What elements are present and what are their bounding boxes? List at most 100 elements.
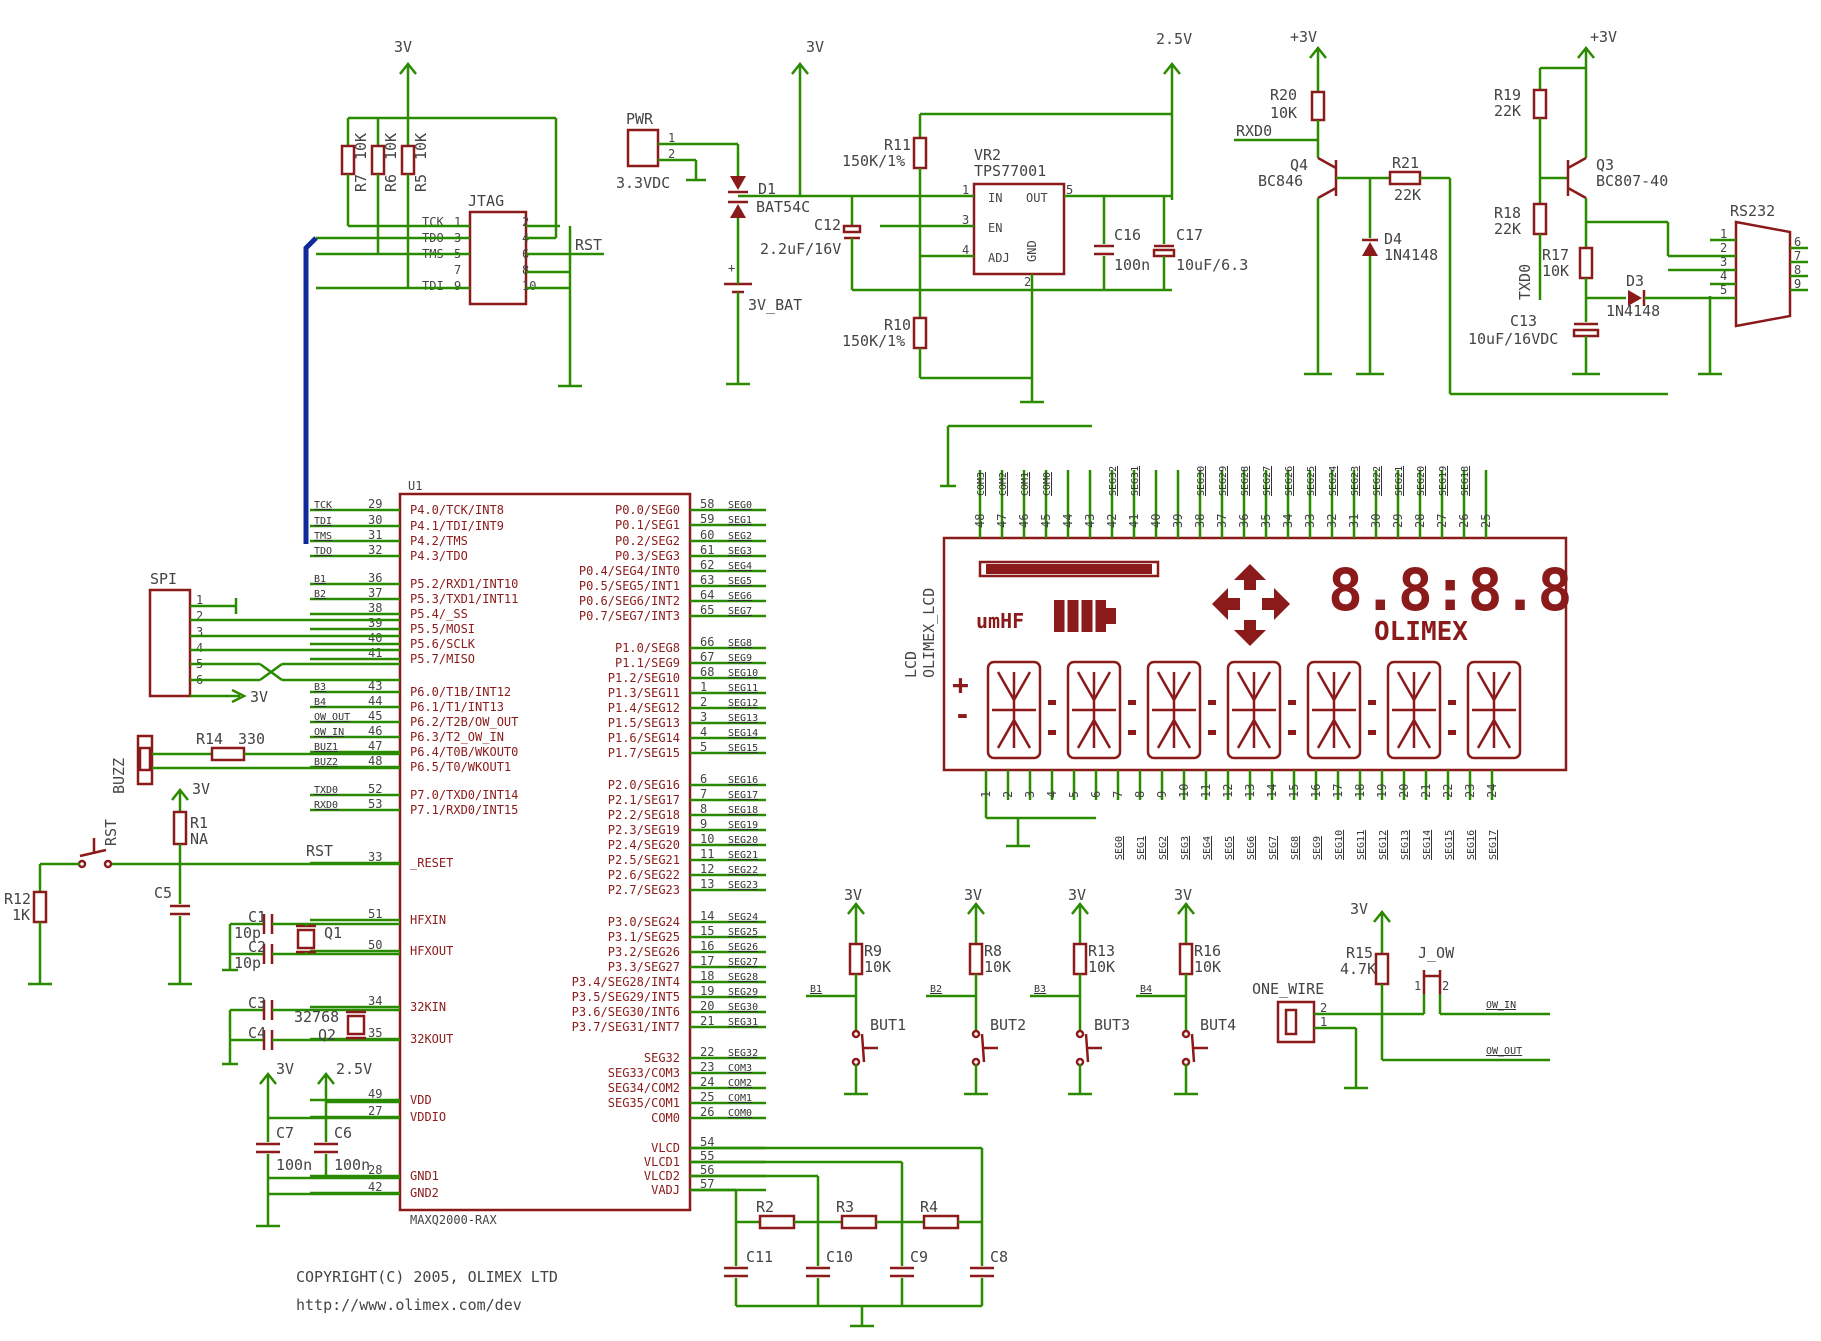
mcu-pin-number: 47 [368,739,382,753]
lcd-pin-number: 12 [1221,784,1235,798]
net-label: BUZ1 [314,742,338,753]
net-label: RXD0 [314,800,338,811]
svg-text:Q1: Q1 [324,924,342,942]
lcd-net-label: SEG11 [1356,830,1367,860]
mcu-pin-number: 2 [700,695,707,709]
mcu-pin-number: 58 [700,497,714,511]
svg-text:B4: B4 [1140,984,1152,995]
lcd-pin-number: 5 [1067,791,1081,798]
mcu-pin-name: P5.3/TXD1/INT11 [410,592,518,606]
svg-text:22K: 22K [1494,220,1521,238]
supply-2v5-vreg: 2.5V [1156,30,1192,200]
lcd-net-label: SEG32 [1108,466,1119,496]
svg-text:10uF/16VDC: 10uF/16VDC [1468,330,1558,348]
svg-text:U1: U1 [408,479,422,493]
lcd-pin-number: 8 [1133,791,1147,798]
svg-text:4: 4 [196,641,203,655]
mcu-pin-name: P1.7/SEG15 [608,746,680,760]
svg-text:4: 4 [522,231,529,245]
mcu-pin-name: VDDIO [410,1110,446,1124]
mcu-pin-name: P0.0/SEG0 [615,503,680,517]
net-label: SEG28 [728,972,758,983]
net-label: SEG5 [728,576,752,587]
lcd-pin-number: 2 [1001,791,1015,798]
net-label: SEG25 [728,927,758,938]
mcu-pin-number: 4 [700,725,707,739]
svg-text:1: 1 [962,183,969,197]
lcd-net-label: SEG8 [1290,836,1301,860]
lcd-pin-number: 11 [1199,784,1213,798]
mcu-pin-number: 6 [700,772,707,786]
lcd-pin-number: 9 [1155,791,1169,798]
lcd-pin-number: 7 [1111,791,1125,798]
net-label: SEG6 [728,591,752,602]
mcu-pin-name: _RESET [410,856,453,870]
lcd-digit [1146,660,1216,760]
svg-text:C7: C7 [276,1124,294,1142]
svg-text:3V: 3V [394,38,412,56]
lcd-pin-number: 44 [1061,514,1075,528]
mcu-pin-number: 14 [700,909,714,923]
lcd-bargraph [978,560,1160,578]
svg-text:C8: C8 [990,1248,1008,1266]
mcu-pin-name: SEG34/COM2 [608,1081,680,1095]
mcu-pin-name: P0.1/SEG1 [615,518,680,532]
mcu-pin-name: P0.3/SEG3 [615,549,680,563]
net-label: SEG8 [728,638,752,649]
svg-text:3V: 3V [276,1060,294,1078]
lcd-net-label: SEG30 [1196,466,1207,496]
lcd-net-label: SEG6 [1246,836,1257,860]
rs232-q4: R20 10K RXD0 Q4 BC846 R21 22K D4 1N4148 [1234,86,1668,396]
net-label: SEG3 [728,546,752,557]
mcu-pin-name: P1.0/SEG8 [615,641,680,655]
net-label: SEG9 [728,653,752,664]
supply-3v-jtag: 3V [394,38,417,118]
mcu-pin-name: P2.2/SEG18 [608,808,680,822]
net-label: COM0 [728,1108,752,1119]
svg-text:3: 3 [1720,255,1727,269]
svg-text:330: 330 [238,730,265,748]
svg-text:22K: 22K [1394,186,1421,204]
mcu-pin-number: 49 [368,1087,382,1101]
mcu-pin-number: 32 [368,543,382,557]
svg-text:B2: B2 [930,984,942,995]
lcd-pin-number: 16 [1309,784,1323,798]
lcd-net-label: SEG1 [1136,836,1147,860]
svg-text:5: 5 [1720,283,1727,297]
net-label: SEG11 [728,683,758,694]
svg-text:C9: C9 [910,1248,928,1266]
lcd-pin-number: 13 [1243,784,1257,798]
net-label: SEG10 [728,668,758,679]
svg-text:D1: D1 [758,180,776,198]
mcu-pin-name: P3.1/SEG25 [608,930,680,944]
mcu-pin-name: GND2 [410,1186,439,1200]
lcd-digit [1386,660,1456,760]
svg-text:2: 2 [522,215,529,229]
mcu-pin-number: 68 [700,665,714,679]
svg-text:RST: RST [575,236,602,254]
lcd-pin-number: 26 [1457,514,1471,528]
battery: + 3V_BAT [724,261,802,386]
vreg-passives: R11 150K/1% R10 150K/1% C12 2.2uF/16V C1… [760,112,1248,380]
svg-text:R18: R18 [1494,204,1521,222]
net-label: SEG21 [728,850,758,861]
svg-text:2: 2 [1024,275,1031,289]
crystal-32k: C3 C4 32768 Q2 [222,994,400,1066]
mcu-pin-number: 18 [700,969,714,983]
svg-text:J_OW: J_OW [1418,944,1455,962]
svg-text:R2: R2 [756,1198,774,1216]
svg-text:C4: C4 [248,1024,266,1042]
lcd-net-label: SEG18 [1460,466,1471,496]
mcu-pin-number: 9 [700,817,707,831]
svg-text:R4: R4 [920,1198,938,1216]
svg-text:BUT1: BUT1 [870,1016,906,1034]
net-label: SEG4 [728,561,752,572]
svg-text:Q4: Q4 [1290,156,1308,174]
mcu-pin-number: 52 [368,782,382,796]
svg-text:100n: 100n [1114,256,1150,274]
svg-text:2.2uF/16V: 2.2uF/16V [760,240,841,258]
mcu-pin-number: 1 [700,680,707,694]
mcu-pin-name: P1.2/SEG10 [608,671,680,685]
